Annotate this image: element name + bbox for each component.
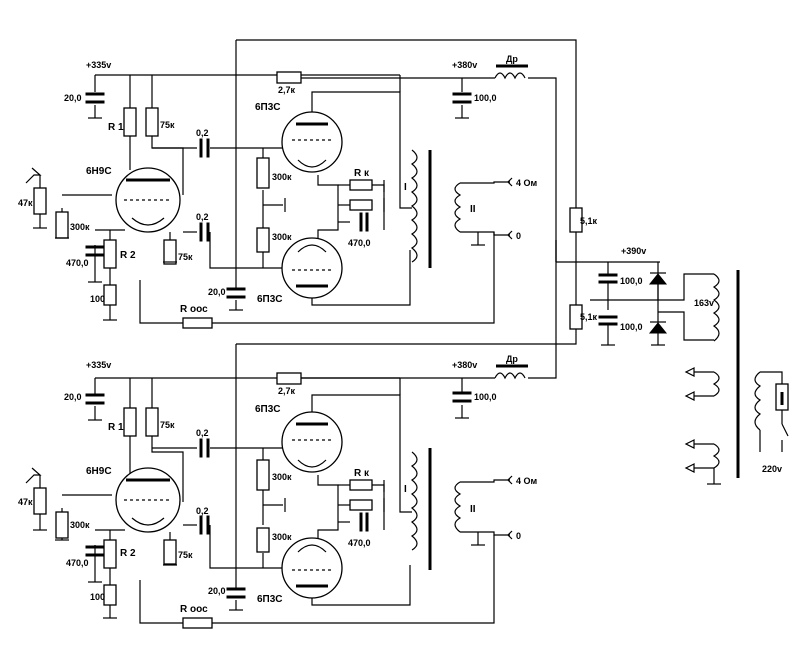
- driver-tube-label: 6Н9С: [86, 166, 112, 177]
- coupling-cap-a-label: 0,2: [196, 428, 209, 438]
- rk-label: R к: [354, 168, 370, 179]
- output-0-label: 0: [516, 531, 521, 541]
- input-r-label: 300к: [70, 222, 90, 232]
- filter-cap-a-label: 100,0: [620, 276, 643, 286]
- filter-cap-b-label: 100,0: [620, 322, 643, 332]
- secondary-winding-label: II: [470, 504, 476, 515]
- grid-r-a-label: 300к: [272, 472, 292, 482]
- supply-335-label: +335v: [86, 360, 111, 370]
- r1-label: R 1: [108, 122, 124, 133]
- cap-100-label: 100,0: [474, 392, 497, 402]
- grid-r-a-label: 300к: [272, 172, 292, 182]
- channel-top: [25, 39, 577, 329]
- feedback-r-label: R оос: [180, 304, 208, 315]
- output-tube-1-label: 6П3С: [255, 404, 281, 415]
- coupling-cap-b-label: 0,2: [196, 212, 209, 222]
- bleeder-r-a-label: 5,1к: [580, 216, 598, 226]
- mains-220-label: 220v: [762, 464, 782, 474]
- components: [25, 364, 528, 629]
- driver-cap-label: 470,0: [66, 558, 89, 568]
- r1-label: R 1: [108, 422, 124, 433]
- driver-cap-label: 470,0: [66, 258, 89, 268]
- components: [25, 64, 528, 329]
- cap-20b-label: 20,0: [208, 586, 226, 596]
- cap-20b-label: 20,0: [208, 287, 226, 297]
- supply-390-label: +390v: [621, 246, 646, 256]
- coupling-cap-a-label: 0,2: [196, 128, 209, 138]
- r100-label: 100: [90, 592, 105, 602]
- volume-pot-label: 47к: [18, 497, 33, 507]
- supply-335-label: +335v: [86, 60, 111, 70]
- cap-100-label: 100,0: [474, 93, 497, 103]
- cap-20-label: 20,0: [64, 392, 82, 402]
- primary-winding-label: I: [404, 484, 407, 495]
- power-supply: [555, 205, 789, 485]
- channel-bottom: [25, 240, 577, 629]
- labels-bottom: +335v +380v 20,0 2,7к 100,0 Др R 1 75к 0…: [18, 354, 538, 615]
- output-tube-1-label: 6П3С: [255, 102, 281, 113]
- output-0-label: 0: [516, 231, 521, 241]
- coupling-cap-b-label: 0,2: [196, 506, 209, 516]
- grid-r-b-label: 300к: [272, 532, 292, 542]
- bleeder-r-b-label: 5,1к: [580, 312, 598, 322]
- cathode-cap-label: 470,0: [348, 238, 371, 248]
- supply-380-label: +380v: [452, 60, 477, 70]
- drop-resistor-label: 2,7к: [278, 85, 296, 95]
- driver-tube-label: 6Н9С: [86, 466, 112, 477]
- output-tube-2-label: 6П3С: [257, 594, 283, 605]
- supply-380-label: +380v: [452, 360, 477, 370]
- r2-label: R 2: [120, 250, 136, 261]
- labels-top: +335v +380v 20,0 2,7к 100,0 Др R 1 75к 0…: [18, 54, 538, 315]
- input-r-label: 300к: [70, 520, 90, 530]
- output-4ohm-label: 4 Ом: [516, 178, 538, 188]
- r75-plate-label: 75к: [160, 420, 175, 430]
- secondary-163-label: 163v: [694, 298, 714, 308]
- r100-label: 100: [90, 294, 105, 304]
- drop-resistor-label: 2,7к: [278, 386, 296, 396]
- choke-label: Др: [506, 54, 518, 64]
- labels-psu: 5,1к 5,1к +390v 100,0 100,0 163v 220v: [580, 216, 782, 474]
- primary-winding-label: I: [404, 182, 407, 193]
- cathode-cap-label: 470,0: [348, 538, 371, 548]
- r75-cathode-label: 75к: [178, 252, 193, 262]
- grid-r-b-label: 300к: [272, 232, 292, 242]
- cap-20-label: 20,0: [64, 93, 82, 103]
- feedback-r-label: R оос: [180, 604, 208, 615]
- r2-label: R 2: [120, 548, 136, 559]
- volume-pot-label: 47к: [18, 198, 33, 208]
- r75-cathode-label: 75к: [178, 550, 193, 560]
- output-tube-2-label: 6П3С: [257, 294, 283, 305]
- secondary-winding-label: II: [470, 204, 476, 215]
- rk-label: R к: [354, 468, 370, 479]
- r75-plate-label: 75к: [160, 120, 175, 130]
- choke-label: Др: [506, 354, 518, 364]
- output-4ohm-label: 4 Ом: [516, 476, 538, 486]
